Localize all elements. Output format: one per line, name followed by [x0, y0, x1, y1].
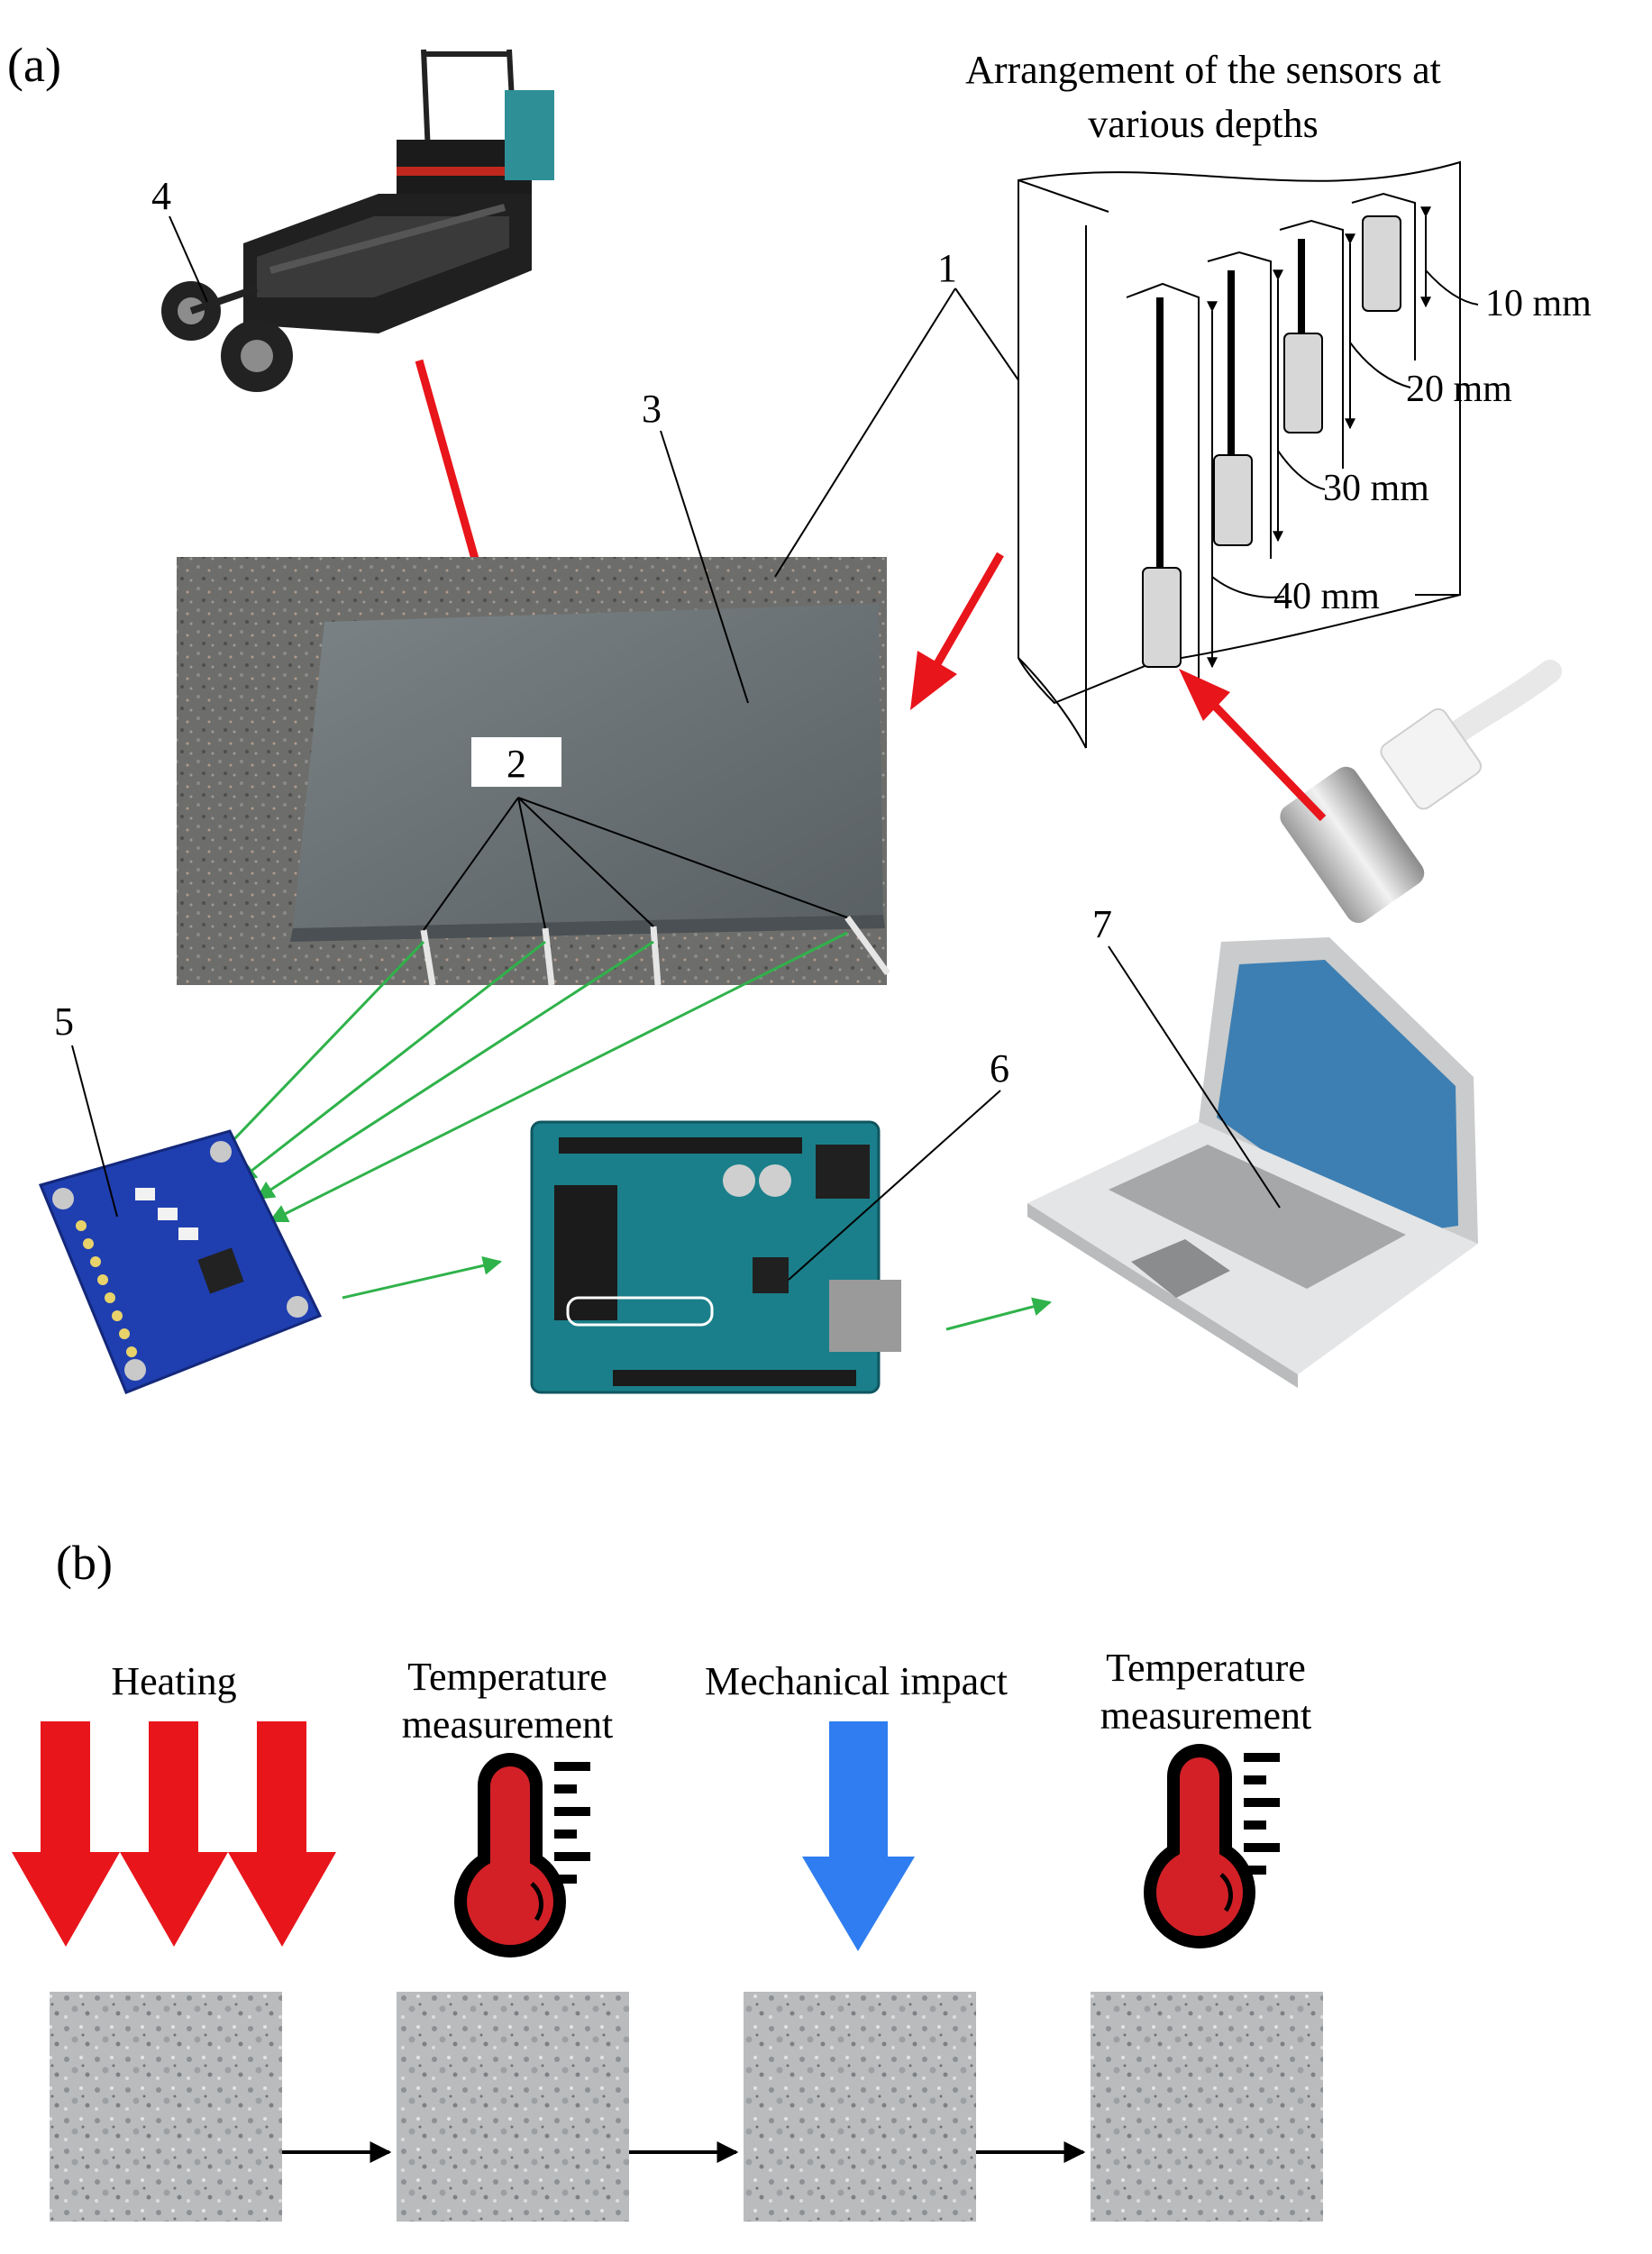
depth-dimension-lines [1207, 206, 1431, 669]
thermometer-icon [454, 1753, 590, 1957]
panel-b: (b) Heating Temperature measurement Mech… [12, 1536, 1323, 2222]
sensor-probes [1142, 215, 1401, 668]
depth-label-30mm: 30 mm [1323, 468, 1429, 509]
depth-label-40mm: 40 mm [1273, 576, 1380, 617]
depth-label-10mm: 10 mm [1485, 283, 1592, 324]
panel-b-label: (b) [56, 1536, 113, 1590]
laptop-image [1027, 937, 1478, 1388]
step-2-label-line1: Temperature [407, 1655, 607, 1699]
sensor-arrangement-title-line1: Arrangement of the sensors at [965, 48, 1441, 92]
specimen-image-3 [744, 1992, 976, 2222]
mechanical-impact-arrow [802, 1721, 915, 1951]
callout-2-box [471, 737, 561, 787]
callout-5-leader [71, 1045, 118, 1218]
green-arrow-arduino-to-laptop [945, 1297, 1053, 1331]
callout-4: 4 [151, 174, 171, 218]
arduino-board [530, 1120, 901, 1394]
specimen-image-2 [397, 1992, 629, 2222]
callout-7: 7 [1092, 902, 1112, 946]
depth-label-leaders [1211, 269, 1479, 598]
step-4-label-line2: measurement [1100, 1693, 1312, 1738]
heating-arrows [12, 1721, 336, 1947]
callout-3-leader [660, 430, 749, 704]
callout-6-leader [788, 1090, 1001, 1281]
callout-4-leader [169, 215, 208, 303]
callout-5: 5 [54, 999, 74, 1044]
step-1-label: Heating [111, 1659, 236, 1703]
panel-a-label: (a) [7, 38, 61, 92]
callout-7-leader [1108, 945, 1281, 1209]
callout-3: 3 [642, 387, 662, 431]
red-arrow-probe-to-sensor [1179, 669, 1327, 822]
callout-1-leader-slab [774, 287, 956, 578]
red-arrow-section-to-slab [910, 552, 1004, 710]
callout-2-leaders [423, 797, 848, 931]
green-arrows-sensors-to-adc [210, 931, 848, 1223]
callout-6: 6 [990, 1046, 1009, 1090]
sensor-arrangement-title-line2: various depths [1088, 102, 1318, 146]
adc-module-board [38, 1129, 323, 1394]
step-2-label-line2: measurement [402, 1702, 614, 1747]
heating-machine-image [161, 49, 554, 392]
step-3-label: Mechanical impact [705, 1659, 1008, 1703]
depth-label-20mm: 20 mm [1406, 369, 1512, 410]
green-arrow-adc-to-arduino [342, 1255, 503, 1300]
specimen-image-4 [1091, 1992, 1323, 2222]
specimen-image-1 [50, 1992, 282, 2222]
step-4-label-line1: Temperature [1106, 1646, 1306, 1690]
callout-2: 2 [507, 742, 526, 786]
thermometer-icon [1144, 1744, 1280, 1948]
callout-1: 1 [937, 246, 957, 290]
panel-a: (a) 4 [7, 38, 1592, 1394]
temperature-probe-photo [1280, 660, 1562, 924]
